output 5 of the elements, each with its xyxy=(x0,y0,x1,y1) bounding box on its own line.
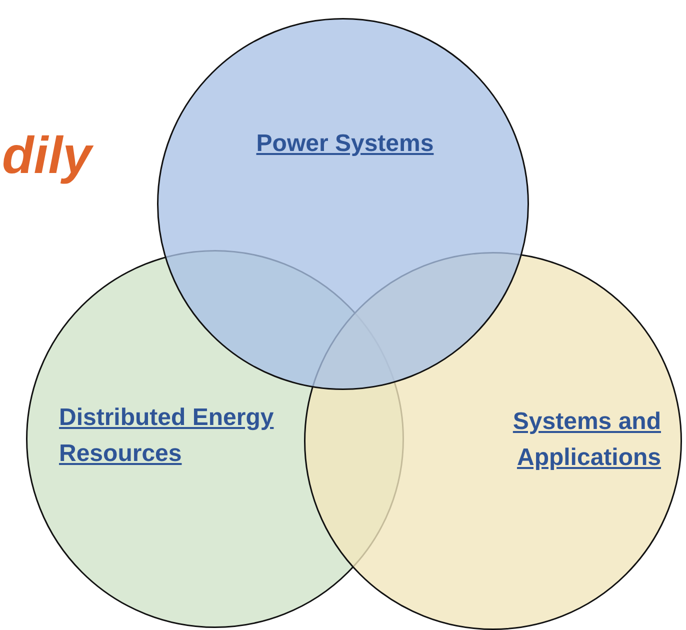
heading-text: dily xyxy=(2,126,92,186)
circle-title: Distributed Energy Resources xyxy=(59,403,275,469)
venn-circle xyxy=(157,18,529,390)
circle-title: Systems and Applications xyxy=(512,407,661,473)
circle-title: Power Systems xyxy=(255,129,435,159)
